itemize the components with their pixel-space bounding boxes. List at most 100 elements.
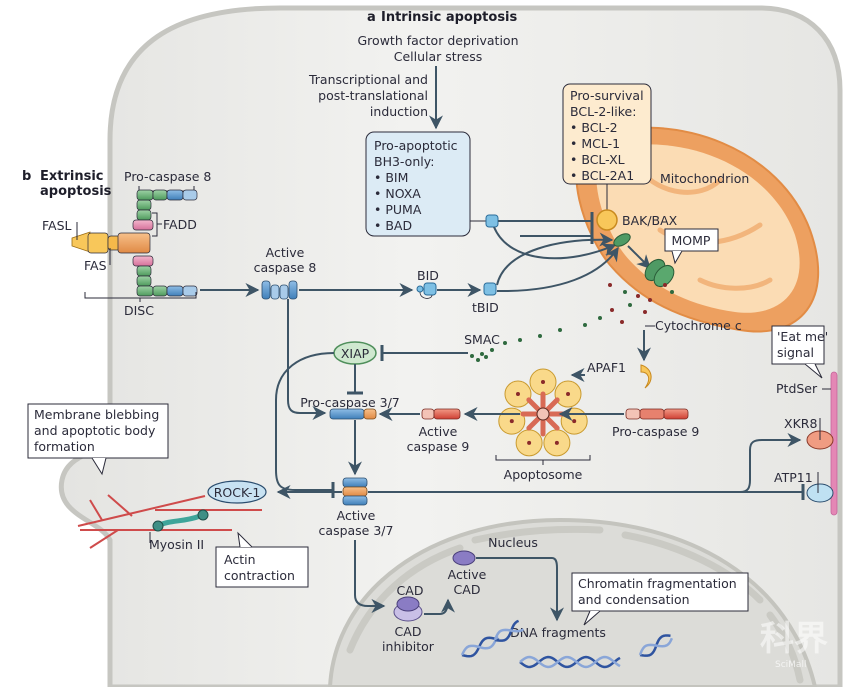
- panel-b-title-2: apoptosis: [40, 184, 112, 199]
- panel-b-title-1: Extrinsic: [40, 169, 104, 184]
- tbid-label: tBID: [472, 300, 499, 315]
- watermark-cjk: 科界: [760, 619, 828, 659]
- active-caspase-37-label-2: caspase 3/7: [319, 523, 394, 538]
- blebbing-callout: Membrane blebbing and apoptotic body for…: [27, 403, 169, 476]
- trigger-growth-factor: Growth factor deprivation: [358, 33, 519, 48]
- bcl2-item: • BCL-2A1: [570, 168, 634, 183]
- blebbing-line3: formation: [34, 439, 95, 454]
- active-caspase-8: [261, 280, 298, 300]
- smac-dot: [470, 354, 474, 358]
- procaspase8-ded: [152, 189, 168, 201]
- arrow-caspase37-to-cad: [354, 540, 386, 613]
- active-cad-label-2: CAD: [454, 582, 481, 597]
- nucleus-label: Nucleus: [488, 535, 538, 550]
- cytochrome-c-dot: [643, 310, 647, 314]
- apaf1-label: APAF1: [587, 360, 626, 375]
- bh3-item: • NOXA: [374, 186, 421, 201]
- cytochrome-c-dot: [572, 419, 577, 424]
- eat-me-line1: 'Eat me': [777, 329, 828, 344]
- actin-line1: Actin: [224, 552, 256, 567]
- dna-strand: [638, 637, 674, 656]
- procaspase8-ded: [152, 285, 168, 297]
- xiap-label: XIAP: [341, 346, 370, 361]
- smac-dot: [628, 303, 632, 307]
- arrow-tbid-to-bakbax: [496, 232, 614, 286]
- panel-a-letter: a: [367, 10, 376, 25]
- cytochrome-c-dot: [620, 320, 624, 324]
- bak-bax-label: BAK/BAX: [622, 213, 678, 228]
- pro-caspase-37: [329, 408, 377, 420]
- smac-dot: [480, 352, 484, 356]
- fadd-domain: [136, 209, 152, 221]
- cytochrome-c-dot: [608, 283, 612, 287]
- bid-protein: [416, 282, 437, 299]
- active-caspase-9-label-1: Active: [419, 424, 458, 439]
- pro-caspase-8-label: Pro-caspase 8: [124, 169, 211, 184]
- smac-dot: [476, 358, 480, 362]
- apoptosome-hub: [536, 407, 550, 421]
- fasl-label: FASL: [42, 218, 72, 233]
- smac-dot: [484, 355, 488, 359]
- fasl-ligand: [71, 231, 91, 253]
- active-cad-protein: [452, 550, 476, 566]
- smac-dot: [538, 334, 542, 338]
- cad-inhibitor-label-1: CAD: [395, 624, 422, 639]
- fadd-domain: [136, 199, 152, 211]
- dna-fragment: [493, 619, 525, 642]
- bcl2-item: • BCL-XL: [570, 152, 625, 167]
- dna-strand: [493, 628, 525, 641]
- fadd-label: FADD: [163, 217, 197, 232]
- panel-b-letter: b: [22, 169, 31, 184]
- fas-label: FAS: [84, 258, 107, 273]
- active-caspase-9-label-2: caspase 9: [407, 439, 470, 454]
- trigger-cellular-stress: Cellular stress: [394, 49, 483, 64]
- dna-strand: [461, 636, 500, 658]
- mitochondrion-label: Mitochondrion: [660, 171, 749, 186]
- dna-strand: [494, 619, 520, 642]
- chromatin-line1: Chromatin fragmentation: [578, 576, 737, 591]
- xkr8-label: XKR8: [784, 416, 817, 431]
- cytochrome-c-dot: [541, 380, 545, 384]
- induction-line1: Transcriptional and: [308, 72, 428, 87]
- cad-protein: [396, 596, 420, 612]
- dna-strand: [519, 655, 621, 669]
- active-caspase-8-label-2: caspase 8: [254, 260, 317, 275]
- fasl-ligand-body: [87, 232, 109, 254]
- rock1-protein: [207, 480, 267, 504]
- dna-fragments-label: DNA fragments: [510, 625, 606, 640]
- fadd-death-domain: [132, 255, 154, 267]
- eat-me-callout: 'Eat me' signal: [771, 325, 828, 379]
- cytochrome-c-dot: [663, 283, 667, 287]
- smac-dot: [490, 348, 494, 352]
- released-proteins-dots: [470, 283, 674, 362]
- disc-label: DISC: [124, 303, 154, 318]
- arrow-caspase8-to-procaspase37: [287, 299, 327, 420]
- bh3-title-2: BH3-only:: [374, 154, 434, 169]
- cad-inhibitor-label-2: inhibitor: [382, 639, 435, 654]
- pro-caspase-9-label: Pro-caspase 9: [612, 424, 699, 439]
- cytochrome-c-dot: [566, 392, 571, 397]
- cad-label: CAD: [397, 583, 424, 598]
- apaf1-protein: [640, 364, 652, 389]
- dna-fragments: [460, 619, 674, 669]
- blebbing-line2: and apoptotic body: [34, 423, 156, 438]
- ptdser-label: PtdSer: [776, 381, 818, 396]
- fadd-domain: [136, 265, 152, 277]
- eat-me-line2: signal: [777, 345, 814, 360]
- bid-label: BID: [417, 268, 439, 283]
- watermark-latin: SciMall: [775, 660, 806, 670]
- bcl2-item: • BCL-2: [570, 120, 618, 135]
- pro-caspase-9: [625, 408, 689, 420]
- actin-line2: contraction: [224, 568, 295, 583]
- chromatin-line2: and condensation: [578, 592, 690, 607]
- bh3-item: • PUMA: [374, 202, 422, 217]
- bak-bax-membrane: [613, 233, 631, 247]
- actin-contraction-callout: Actin contraction: [215, 531, 309, 588]
- procaspase8-large: [166, 285, 184, 297]
- pro-survival-bcl2-box: Pro-survival BCL-2-like: • BCL-2 • MCL-1…: [562, 83, 652, 185]
- induction-line3: induction: [370, 104, 428, 119]
- cytochrome-c-label: Cytochrome c: [655, 318, 742, 333]
- cytochrome-c-dot: [527, 440, 532, 445]
- cytochrome-c-dot: [610, 308, 614, 312]
